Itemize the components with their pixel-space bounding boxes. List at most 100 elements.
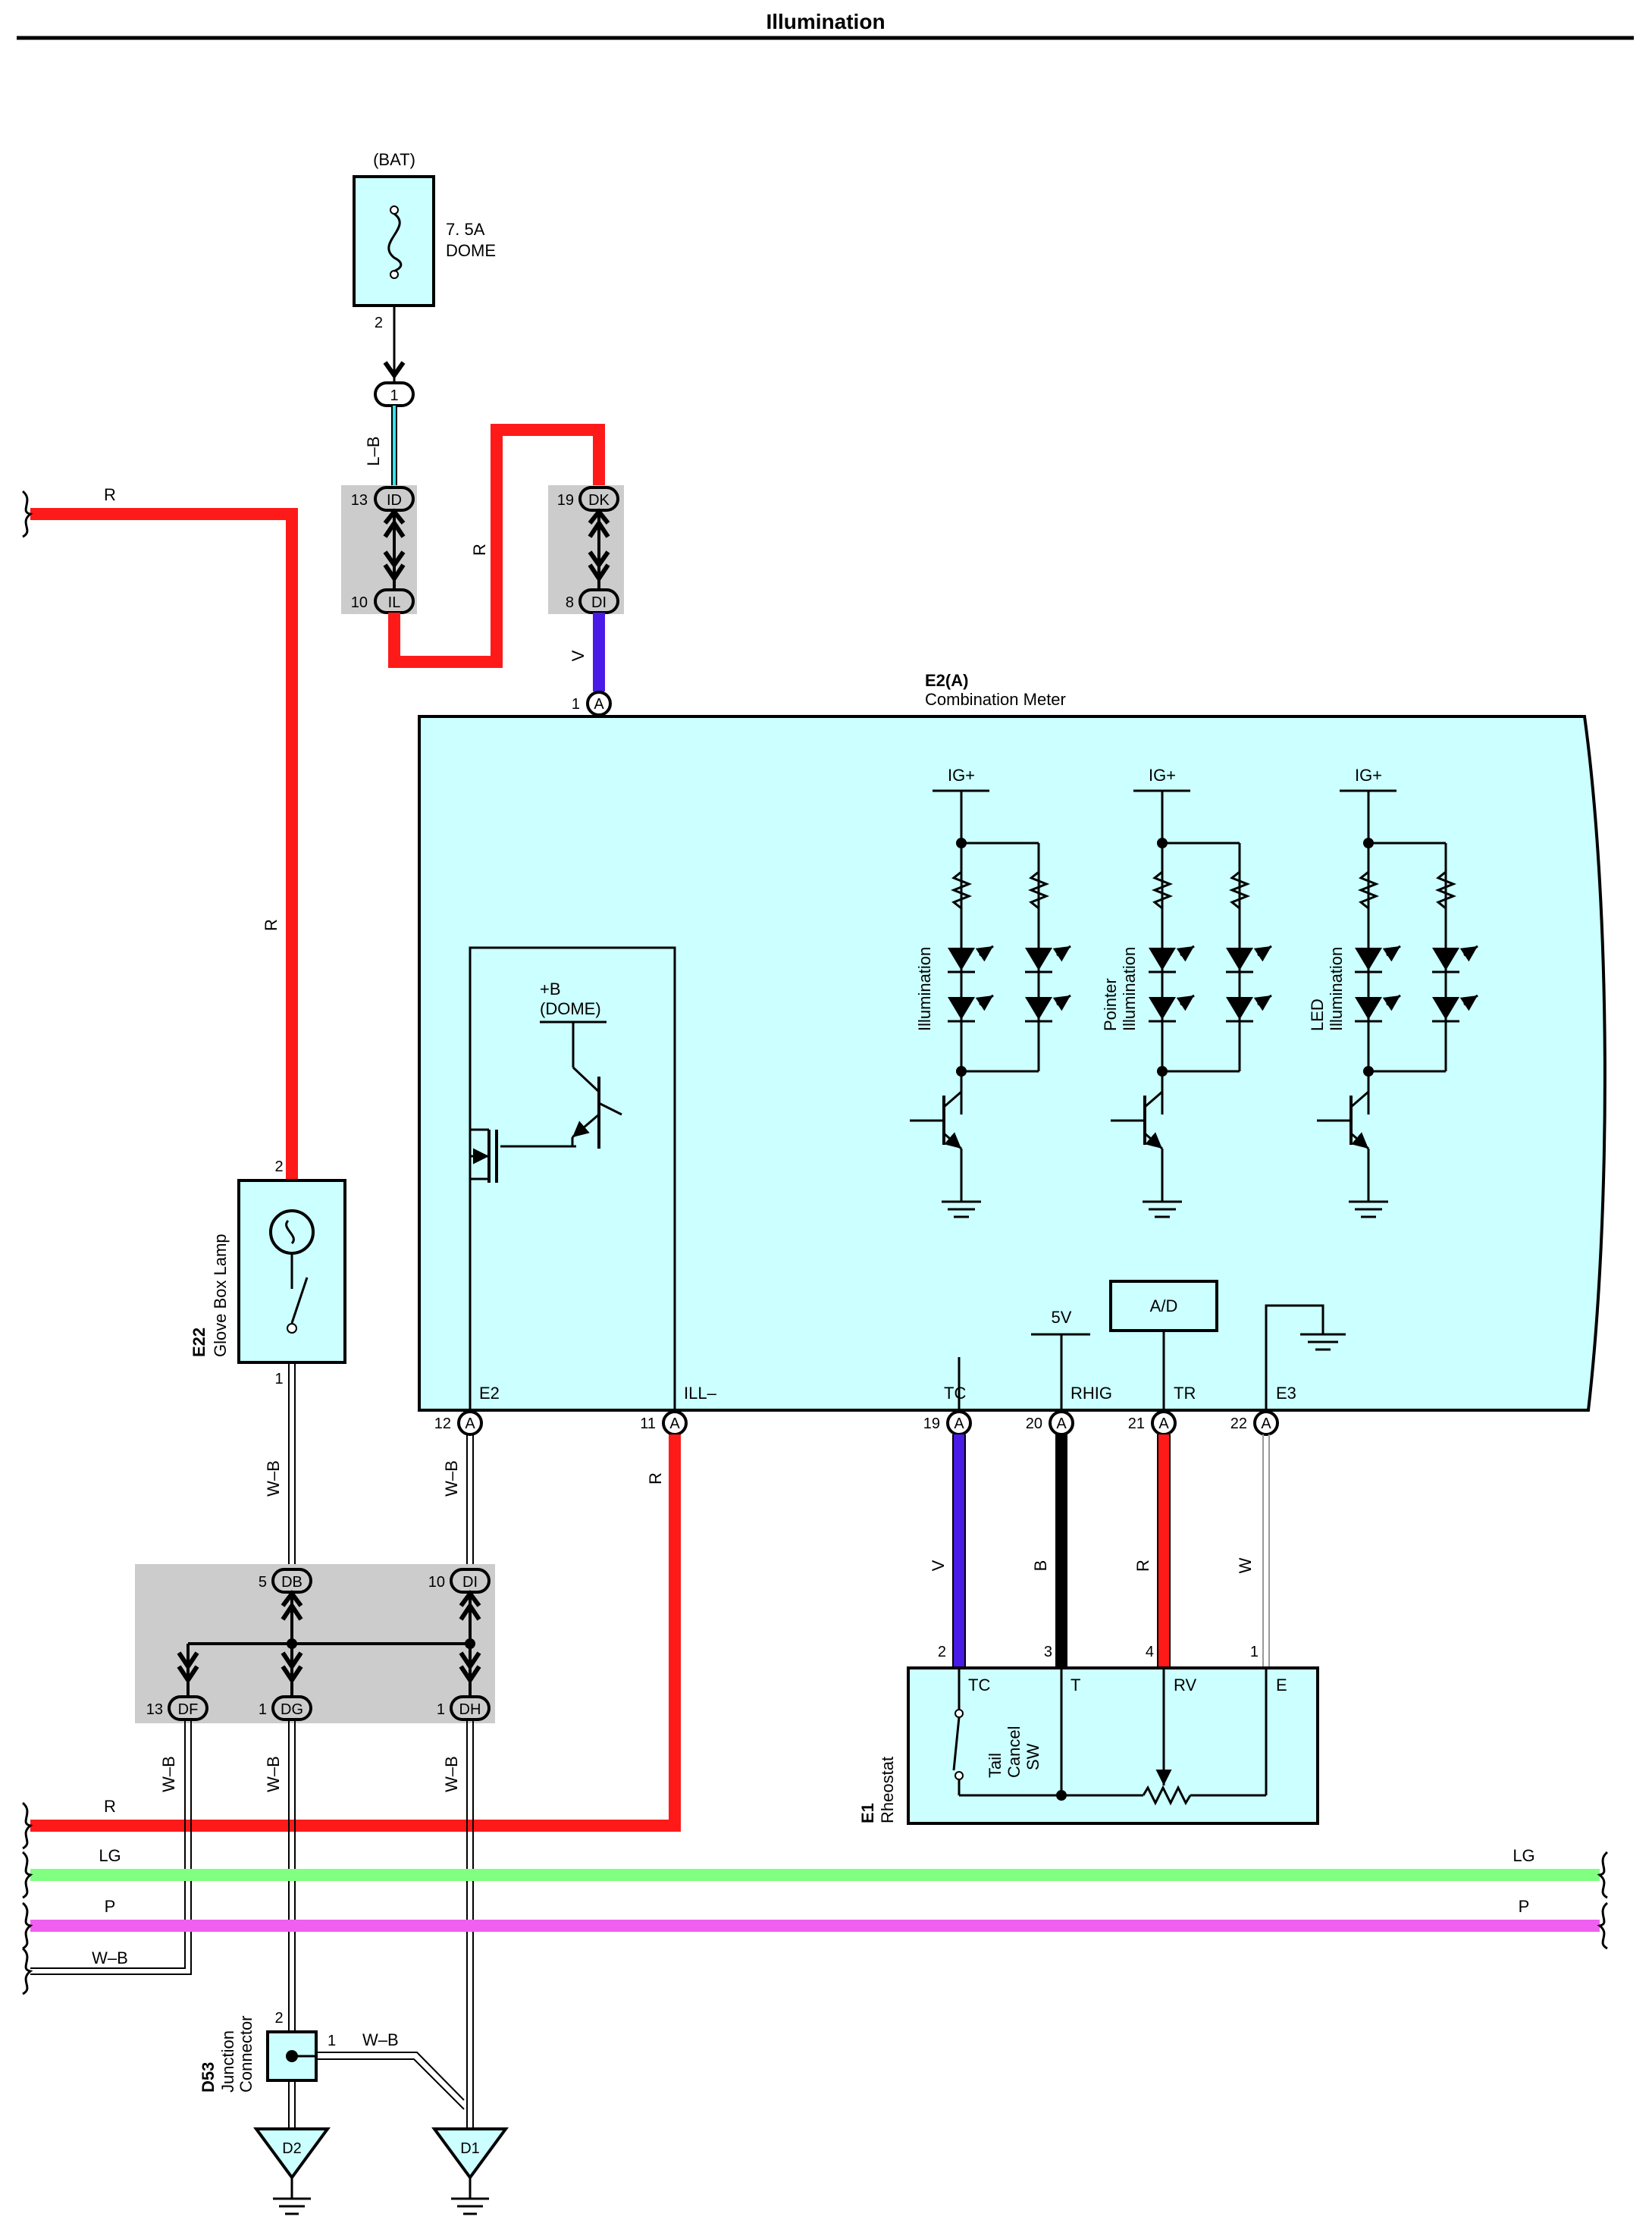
meter-name: Combination Meter	[925, 690, 1066, 709]
led-icon	[948, 948, 975, 970]
junction-name-2: Connector	[237, 2015, 255, 2093]
bus-lg-label-right: LG	[1513, 1846, 1534, 1865]
wire-wb-label-4: W–B	[264, 1756, 283, 1792]
led-group-led: IG+ LED Illumination	[1308, 766, 1478, 1218]
wire-r-label-left: R	[104, 485, 116, 504]
connector-dg	[271, 1695, 312, 1721]
dome-power-1: +B	[540, 980, 561, 999]
rheostat-code: E1	[858, 1803, 877, 1823]
bus-p-label-left: P	[105, 1897, 116, 1916]
connector-df-name: DF	[178, 1701, 199, 1718]
connector-di-top-name: DI	[591, 594, 607, 611]
connector-di-top-pin: 8	[566, 594, 574, 611]
pin-ill-num: 11	[640, 1415, 656, 1432]
rheo-pin-e: 1	[1250, 1644, 1259, 1660]
fuse-rating: 7. 5A	[446, 220, 485, 239]
fuse-source-label: (BAT)	[373, 150, 415, 169]
group-label-pointer-2: Illumination	[1120, 947, 1139, 1031]
connector-1-label: 1	[390, 387, 398, 404]
pin-e3-a: A	[1261, 1415, 1271, 1432]
connector-dh-name: DH	[459, 1701, 481, 1718]
glove-lamp-name: Glove Box Lamp	[211, 1234, 230, 1357]
wire-r-ill	[30, 1434, 681, 1832]
led-group-illumination: IG+ Illumination	[910, 766, 1071, 1218]
connector-di-bottom-pin: 10	[428, 1574, 445, 1591]
rheo-pin-tc: 2	[938, 1644, 946, 1660]
group-label-illumination: Illumination	[915, 947, 934, 1031]
pin-e2-num: 12	[434, 1415, 451, 1432]
wire-w-label: W	[1236, 1557, 1255, 1573]
pin-tr-a: A	[1158, 1415, 1169, 1432]
rheo-term-e: E	[1276, 1676, 1287, 1694]
ad-converter	[1109, 1280, 1218, 1332]
fuse-pin: 2	[375, 315, 383, 331]
ig-label-2: IG+	[1149, 766, 1176, 785]
connector-dh	[450, 1695, 491, 1721]
combination-meter: E2(A) Combination Meter +B (DOME) IG+	[418, 671, 1607, 1412]
rheo-pin-t: 3	[1044, 1644, 1052, 1660]
wire-v-label-1: V	[569, 650, 588, 661]
junction-name-1: Junction	[218, 2030, 237, 2093]
connector-dh-pin: 1	[437, 1701, 445, 1718]
ground-d1: D1	[431, 2127, 509, 2215]
bus-lg-label-left: LG	[99, 1846, 121, 1865]
pin-e2-a: A	[465, 1415, 475, 1432]
pin-tc-a: A	[954, 1415, 964, 1432]
wire-wb-label-3: W–B	[159, 1756, 178, 1792]
wire-lb-label: L–B	[364, 436, 383, 466]
wire-r-label-2: R	[262, 919, 281, 931]
meter-pins: A 12 A 11 A 19 A 20 A 21 A 22	[434, 1410, 1279, 1436]
connector-dk-pin: 19	[557, 492, 574, 509]
terminal-tc: TC	[944, 1384, 966, 1403]
potentiometer-icon	[1142, 1785, 1192, 1806]
ground-d2: D2	[253, 2127, 331, 2215]
connector-dk-name: DK	[588, 492, 610, 509]
connector-df-pin: 13	[146, 1701, 163, 1718]
terminal-e3: E3	[1276, 1384, 1296, 1403]
wire-r-label-1: R	[470, 544, 489, 556]
fuse-icon	[387, 212, 403, 272]
pin-tr-num: 21	[1128, 1415, 1145, 1432]
five-v-label: 5V	[1052, 1308, 1072, 1327]
connector-db-name: DB	[281, 1574, 303, 1591]
wire-wb-label-6: W–B	[362, 2030, 399, 2049]
wire-r-left-glove	[30, 508, 298, 1180]
group-label-pointer: Pointer	[1101, 978, 1120, 1031]
fuse-dome: (BAT) 7. 5A DOME 2	[353, 150, 496, 331]
glove-box-lamp: 2 E22 Glove Box Lamp 1	[190, 1158, 346, 1387]
pin-e3-num: 22	[1230, 1415, 1247, 1432]
wire-wb-label-5: W–B	[442, 1756, 461, 1792]
pin-b2-num: 1	[572, 696, 580, 713]
fuse-name: DOME	[446, 241, 496, 260]
bus-p-label-right: P	[1519, 1897, 1530, 1916]
wire-wb-label-2: W–B	[442, 1460, 461, 1497]
rheo-term-tc: TC	[968, 1676, 990, 1694]
ig-label-1: IG+	[948, 766, 975, 785]
page-title: Illumination	[766, 10, 885, 33]
connector-il-pin: 10	[351, 594, 368, 611]
ig-label-3: IG+	[1355, 766, 1382, 785]
terminal-tr: TR	[1174, 1384, 1196, 1403]
wire-wb-label-1: W–B	[264, 1460, 283, 1497]
wire-break-icon	[21, 490, 33, 538]
wire-wb-label-bus: W–B	[92, 1948, 128, 1967]
ad-label: A/D	[1150, 1296, 1178, 1315]
connector-id-name: ID	[387, 492, 402, 509]
pin-b2-a: A	[594, 696, 604, 713]
wire-r-il-dk	[388, 424, 605, 668]
rheo-term-t: T	[1071, 1676, 1080, 1694]
terminal-ill: ILL–	[684, 1384, 717, 1403]
group-label-led: LED	[1308, 999, 1327, 1031]
wire-r-label-3: R	[646, 1472, 665, 1484]
connector-arrow	[383, 361, 406, 380]
rheo-pin-rv: 4	[1146, 1644, 1154, 1660]
meter-code: E2(A)	[925, 671, 968, 690]
glove-lamp-code: E22	[190, 1328, 208, 1357]
connector-il-name: IL	[388, 594, 401, 611]
pin-ill-a: A	[669, 1415, 680, 1432]
rheostat-name: Rheostat	[878, 1757, 897, 1823]
pin-tc-num: 19	[923, 1415, 940, 1432]
junction-pin-top: 2	[274, 2010, 283, 2027]
